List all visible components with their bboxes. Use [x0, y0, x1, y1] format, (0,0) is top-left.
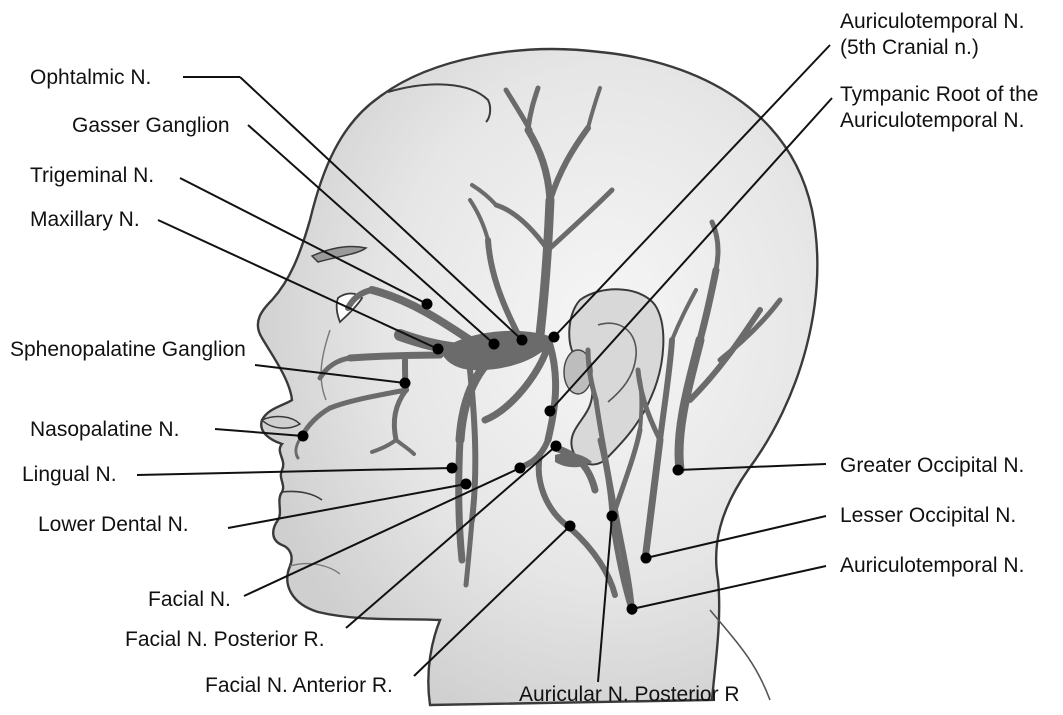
dot-nasopalatine [298, 431, 309, 442]
label-trigeminal: Trigeminal N. [30, 164, 154, 187]
label-lingual: Lingual N. [22, 463, 117, 486]
dot-lingual [447, 463, 458, 474]
dot-lower-dental [461, 479, 472, 490]
dot-ophthalmic [517, 335, 528, 346]
dot-gasser [489, 339, 500, 350]
dot-auricular-posterior [607, 511, 618, 522]
label-sphenopalatine: Sphenopalatine Ganglion [10, 338, 246, 361]
dot-trigeminal [422, 299, 433, 310]
label-tympanic-root-line2: Auriculotemporal N. [840, 109, 1024, 132]
label-lower-dental: Lower Dental N. [38, 513, 189, 536]
label-facial-posterior: Facial N. Posterior R. [125, 628, 325, 651]
label-auriculotemporal-right: Auriculotemporal N. [840, 554, 1024, 577]
label-auriculotemporal-top-line1: Auriculotemporal N. [840, 10, 1024, 33]
dot-facial-posterior [551, 441, 562, 452]
label-tympanic-root-line1: Tympanic Root of the [840, 83, 1038, 106]
dot-facial [515, 463, 526, 474]
label-auriculotemporal-top-line2: (5th Cranial n.) [840, 36, 979, 59]
label-ophthalmic: Ophtalmic N. [30, 66, 151, 89]
label-gasser-ganglion: Gasser Ganglion [72, 114, 230, 137]
label-greater-occipital: Greater Occipital N. [840, 454, 1024, 477]
label-facial-anterior: Facial N. Anterior R. [205, 674, 393, 697]
label-maxillary: Maxillary N. [30, 208, 140, 231]
dot-maxillary [433, 344, 444, 355]
label-nasopalatine: Nasopalatine N. [30, 418, 179, 441]
dot-greater-occipital [673, 465, 684, 476]
dot-lesser-occipital [641, 553, 652, 564]
dot-sphenopalatine [400, 378, 411, 389]
dot-auriculotemporal-top [549, 332, 560, 343]
label-lesser-occipital: Lesser Occipital N. [840, 504, 1016, 527]
label-facial: Facial N. [148, 588, 231, 611]
label-auricular-posterior: Auricular N. Posterior R [519, 683, 740, 706]
dot-tympanic-root [545, 406, 556, 417]
dot-facial-anterior [565, 521, 576, 532]
dot-auriculotemporal-right [627, 604, 638, 615]
